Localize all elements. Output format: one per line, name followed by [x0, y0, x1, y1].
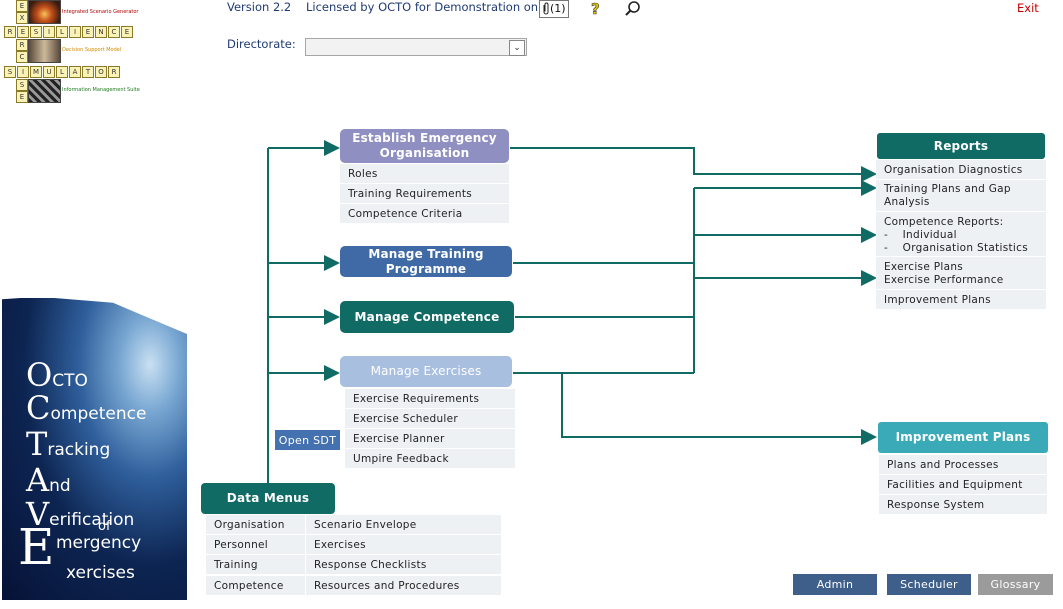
- version-label: Version 2.2: [227, 0, 292, 14]
- logo-tile: I: [69, 26, 81, 38]
- report-improvement-plans[interactable]: Improvement Plans: [876, 290, 1046, 310]
- data-menu-personnel[interactable]: Personnel: [206, 535, 305, 555]
- data-menu-resources-procedures[interactable]: Resources and Procedures: [306, 576, 501, 596]
- logo-tile: R: [108, 66, 120, 78]
- logo-tile: C: [16, 51, 28, 63]
- help-icon: ?: [591, 0, 600, 18]
- exit-link[interactable]: Exit: [1017, 1, 1039, 15]
- search-button[interactable]: [624, 0, 642, 18]
- logo-tile: S: [16, 79, 28, 91]
- logo-tile: A: [69, 66, 81, 78]
- manage-competence-button[interactable]: Manage Competence: [340, 301, 514, 333]
- logo-tile: I: [17, 66, 29, 78]
- admin-button[interactable]: Admin: [793, 574, 877, 595]
- octave-line-of: of: [98, 519, 111, 534]
- logo-simulator-row: S I M U L A T O R: [4, 66, 120, 78]
- logo-caption: Integrated Scenario Generator: [62, 9, 139, 15]
- logo-tile: R: [16, 39, 28, 51]
- data-menu-competence[interactable]: Competence: [206, 576, 305, 596]
- reports-header: Reports: [877, 133, 1045, 159]
- open-sdt-button[interactable]: Open SDT: [275, 430, 340, 450]
- improvement-response-system[interactable]: Response System: [879, 495, 1047, 515]
- report-competence-org-stats: - Organisation Statistics: [884, 242, 1028, 254]
- chevron-down-icon[interactable]: ⌄: [509, 40, 525, 56]
- octave-line-emergency-rest: mergency: [56, 533, 142, 553]
- directorate-label: Directorate:: [227, 37, 296, 51]
- logo-tile: E: [82, 26, 94, 38]
- report-organisation-diagnostics[interactable]: Organisation Diagnostics: [876, 160, 1046, 180]
- umpire-feedback-item[interactable]: Umpire Feedback: [345, 449, 515, 469]
- svg-text:?: ?: [591, 0, 600, 16]
- octave-line-tracking: Tracking: [26, 425, 111, 463]
- help-button[interactable]: ?: [588, 0, 604, 18]
- logo-tile: S: [30, 26, 42, 38]
- exercise-requirements-item[interactable]: Exercise Requirements: [345, 389, 515, 409]
- logo-caption: Information Management Suite: [62, 87, 140, 93]
- roles-item[interactable]: Roles: [340, 164, 509, 184]
- data-menu-training[interactable]: Training: [206, 555, 305, 575]
- data-menus-header: Data Menus: [201, 483, 335, 514]
- logo-area: E X R C S E R E S I L I E N C E S I M U …: [4, 0, 140, 106]
- report-exercise-performance: Exercise Performance: [884, 274, 1004, 286]
- improvement-plans-header: Improvement Plans: [878, 422, 1048, 453]
- attachment-count: (1): [550, 2, 566, 15]
- logo-tile: X: [16, 12, 28, 24]
- data-menu-scenario-envelope[interactable]: Scenario Envelope: [306, 515, 501, 535]
- data-menu-organisation[interactable]: Organisation: [206, 515, 305, 535]
- octave-line-exercises: xercises: [66, 563, 135, 583]
- logo-corridor-image: [28, 39, 61, 63]
- directorate-select[interactable]: ⌄: [305, 38, 527, 56]
- logo-tile: U: [43, 66, 55, 78]
- logo-tile: R: [4, 26, 16, 38]
- logo-resilience-row: R E S I L I E N C E: [4, 26, 133, 38]
- exercise-scheduler-item[interactable]: Exercise Scheduler: [345, 409, 515, 429]
- report-training-plans-gap[interactable]: Training Plans and Gap Analysis: [876, 180, 1046, 212]
- logo-tile: E: [16, 0, 28, 12]
- logo-tile: E: [17, 26, 29, 38]
- logo-tile: S: [4, 66, 16, 78]
- logo-tile: I: [43, 26, 55, 38]
- manage-training-programme-button[interactable]: Manage Training Programme: [340, 246, 512, 277]
- report-competence-individual: - Individual: [884, 229, 957, 241]
- logo-tile: E: [16, 91, 28, 103]
- scheduler-button[interactable]: Scheduler: [887, 574, 971, 595]
- logo-tile: C: [108, 26, 120, 38]
- report-exercise-plans: Exercise Plans: [884, 261, 964, 273]
- exercise-planner-item[interactable]: Exercise Planner: [345, 429, 515, 449]
- attachment-button[interactable]: (1): [539, 0, 569, 18]
- paperclip-icon: [543, 2, 549, 15]
- establish-emergency-organisation-button[interactable]: Establish Emergency Organisation: [340, 129, 509, 163]
- logo-tile: N: [95, 26, 107, 38]
- competence-criteria-item[interactable]: Competence Criteria: [340, 204, 509, 224]
- logo-fire-image: [28, 0, 61, 24]
- logo-tile: O: [95, 66, 107, 78]
- report-competence[interactable]: Competence Reports: - Individual - Organ…: [876, 212, 1046, 257]
- manage-exercises-button[interactable]: Manage Exercises: [340, 356, 512, 387]
- octave-line-emergency: E: [18, 518, 55, 576]
- logo-tile: M: [30, 66, 42, 78]
- logo-tile: L: [56, 26, 68, 38]
- glossary-button[interactable]: Glossary: [978, 574, 1053, 595]
- octave-line-competence: Competence: [26, 389, 147, 427]
- report-exercises[interactable]: Exercise Plans Exercise Performance: [876, 257, 1046, 290]
- search-icon: [625, 1, 640, 16]
- octave-banner: [2, 298, 187, 600]
- report-competence-title: Competence Reports:: [884, 216, 1004, 228]
- improvement-facilities-equipment[interactable]: Facilities and Equipment: [879, 475, 1047, 495]
- octave-line-octo: OCTO: [26, 356, 88, 394]
- octave-line-verification: Verification: [26, 495, 135, 533]
- data-menu-exercises[interactable]: Exercises: [306, 535, 501, 555]
- logo-tile: E: [121, 26, 133, 38]
- data-menu-response-checklists[interactable]: Response Checklists: [306, 555, 501, 575]
- license-label: Licensed by OCTO for Demonstration only: [306, 0, 549, 14]
- octave-line-and: And: [26, 461, 71, 499]
- logo-bw-image: [28, 79, 61, 103]
- logo-tile: L: [56, 66, 68, 78]
- improvement-plans-processes[interactable]: Plans and Processes: [879, 455, 1047, 475]
- logo-tile: T: [82, 66, 94, 78]
- logo-caption: Decision Support Model: [62, 47, 122, 53]
- training-requirements-item[interactable]: Training Requirements: [340, 184, 509, 204]
